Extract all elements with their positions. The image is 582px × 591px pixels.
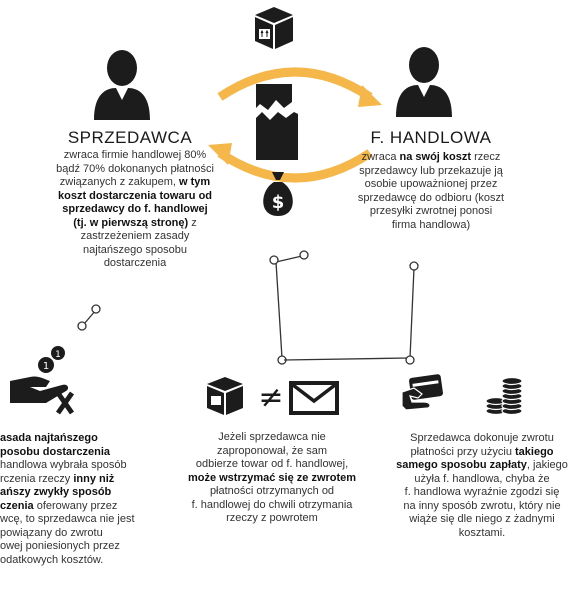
box-not-equal-envelope: ≠ bbox=[205, 375, 345, 417]
seller-line: bądź 70% dokonanych płatności bbox=[56, 162, 214, 175]
cheapest-delivery-text: asada najtańszego posobu dostarczenia ha… bbox=[0, 432, 170, 567]
cheapest-line-bold: ańszy zwykły sposób bbox=[0, 486, 112, 498]
merchant-title: F. HANDLOWA bbox=[370, 128, 492, 147]
seller-line: (tj. w pierwszą stronę) z bbox=[73, 216, 197, 229]
payment-line: f. handlowa wyraźnie zgodzi się bbox=[404, 486, 560, 498]
not-equal-sign: ≠ bbox=[258, 380, 283, 415]
hand-coins-icon: 1 1 bbox=[6, 345, 78, 417]
cheapest-line: owej poniesionych przez bbox=[0, 540, 120, 552]
payment-line: Sprzedawca dokonuje zwrotu bbox=[410, 432, 554, 444]
withhold-line: odbierze towar od f. handlowej, bbox=[195, 458, 349, 470]
seller-line-bold: sprzedawcy do f. handlowej bbox=[62, 203, 208, 215]
coin-badge: 1 bbox=[55, 350, 61, 360]
merchant-line: zwraca na swój koszt rzecz bbox=[361, 151, 501, 163]
cheapest-line: czenia oferowany przez bbox=[0, 499, 118, 512]
merchant-description: zwraca na swój koszt rzecz sprzedawcy lu… bbox=[336, 151, 526, 232]
payment-refund-text: Sprzedawca dokonuje zwrotu płatności prz… bbox=[382, 432, 582, 540]
coin-badge: 1 bbox=[43, 361, 49, 372]
withhold-text: Jeżeli sprzedawca nie zaproponował, że s… bbox=[172, 431, 372, 526]
merchant-line: firma handlowa) bbox=[391, 218, 471, 231]
torn-document-icon bbox=[252, 82, 302, 162]
cheapest-line: odatkowych kosztów. bbox=[0, 553, 104, 566]
cheapest-line: powiązany do zwrotu bbox=[0, 526, 103, 539]
seller-line: zastrzeżeniem zasady bbox=[80, 230, 190, 242]
seller-line: związanych z zakupem, w tym bbox=[59, 176, 211, 188]
merchant-person-icon bbox=[394, 45, 454, 117]
cheapest-line: rczenia rzeczy inny niż bbox=[0, 472, 115, 485]
withhold-line: rzeczy z powrotem bbox=[226, 512, 318, 524]
seller-line: dostarczenia bbox=[103, 257, 167, 269]
payment-line: kosztami. bbox=[458, 526, 506, 539]
withhold-line-bold: może wstrzymać się ze zwrotem bbox=[187, 471, 357, 484]
cheapest-title: posobu dostarczenia bbox=[0, 445, 111, 458]
payment-line: wiąże się dle niego z żadnymi bbox=[409, 513, 555, 525]
merchant-line: przesyłki zwrotnej ponosi bbox=[369, 205, 493, 217]
seller-title: SPRZEDAWCA bbox=[67, 128, 193, 147]
money-bag-icon: $ bbox=[258, 170, 298, 218]
card-payment-icon bbox=[400, 372, 446, 412]
withhold-line: zaproponował, że sam bbox=[216, 444, 328, 457]
withhold-line: płatności otrzymanych od bbox=[209, 485, 335, 497]
seller-person-icon bbox=[92, 48, 152, 120]
cheapest-line: wcę, to sprzedawca nie jest bbox=[0, 513, 135, 525]
merchant-line: sprzedawcę do odbioru (koszt bbox=[357, 191, 505, 204]
payment-line: na inny sposób zwrotu, który nie bbox=[403, 499, 561, 512]
seller-line: zwraca firmie handlowej 80% bbox=[63, 149, 207, 161]
merchant-line: osobie upoważnionej przez bbox=[364, 178, 498, 190]
exchange-arrows bbox=[190, 55, 400, 195]
coin-stack-icon bbox=[484, 375, 524, 415]
withhold-line: Jeżeli sprzedawca nie bbox=[218, 431, 326, 443]
cheapest-line: handlowa wybrała sposób bbox=[0, 459, 127, 471]
payment-line: użyła f. handlowa, chyba że bbox=[414, 472, 550, 485]
seller-description: zwraca firmie handlowej 80% bądź 70% dok… bbox=[40, 149, 230, 271]
box-icon bbox=[251, 5, 297, 51]
dollar-sign: $ bbox=[272, 192, 285, 213]
seller-line: najtańszego sposobu bbox=[83, 243, 187, 256]
cheapest-title: asada najtańszego bbox=[0, 432, 98, 444]
payment-line: płatności przy użyciu takiego bbox=[410, 445, 554, 458]
merchant-line: sprzedawcy lub przekazuje ją bbox=[359, 164, 503, 177]
seller-line-bold: koszt dostarczenia towaru od bbox=[57, 189, 213, 202]
payment-line: samego sposobu zapłaty, jakiego bbox=[396, 459, 568, 471]
withhold-line: f. handlowej do chwili otrzymania bbox=[191, 498, 353, 511]
